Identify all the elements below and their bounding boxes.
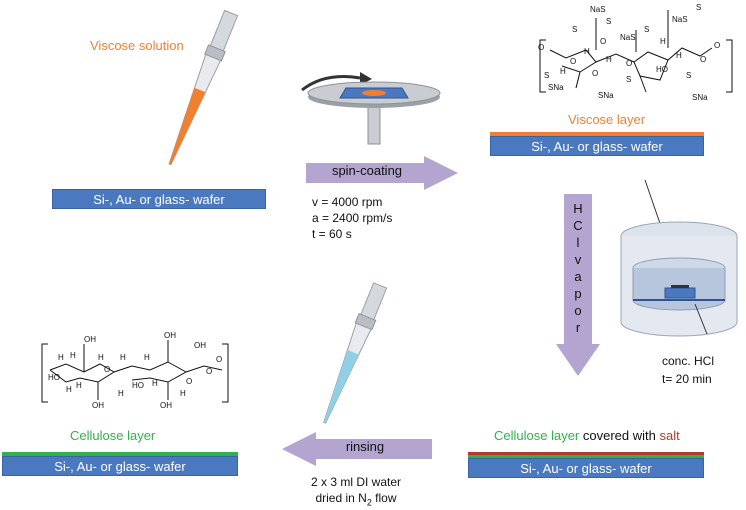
struct-c-15: H [180, 389, 186, 398]
struct-v-22: SNa [598, 91, 614, 100]
hcl-vapor-text: H C l v a p o r [568, 200, 588, 336]
spin-coating-arrow [306, 156, 458, 190]
hcl-chamber-icon [620, 179, 738, 337]
struct-v-25: S [572, 25, 577, 34]
struct-c-10: O [206, 367, 212, 376]
spin-coater-icon [301, 72, 441, 145]
cellulose-film-step3 [468, 455, 704, 458]
struct-v-8: H [660, 37, 666, 46]
struct-c-9: H [152, 379, 158, 388]
cellulose-word: Cellulose layer [494, 428, 580, 443]
wafer-step4: Si-, Au- or glass- wafer [2, 456, 238, 476]
struct-c-14: OH [92, 401, 104, 410]
hcl-conc-label: conc. HCl [662, 354, 715, 368]
hcl-letter-r: r [575, 320, 581, 335]
struct-v-5: S [696, 3, 701, 12]
struct-c-17: H [118, 389, 124, 398]
hcl-time-label: t= 20 min [662, 372, 712, 386]
struct-c-0: OH [84, 335, 96, 344]
struct-v-20: S [686, 71, 691, 80]
spin-param-velocity: v = 4000 rpm [312, 195, 383, 209]
struct-v-0: NaS [590, 5, 606, 14]
struct-c-11: O [186, 377, 192, 386]
struct-c-1: OH [194, 341, 206, 350]
rinse-dry: dried in N2 flow [315, 491, 397, 508]
struct-v-17: S [544, 71, 549, 80]
struct-c-5: HO [48, 373, 60, 382]
cellulose-structure-diagram: OH OH H H O HO H H H H O O H HO OH H O H… [41, 331, 229, 410]
spin-param-acceleration: a = 2400 rpm/s [312, 211, 393, 225]
viscose-film [490, 132, 704, 136]
struct-c-3: H [98, 353, 104, 362]
viscose-solution-label: Viscose solution [90, 38, 184, 53]
struct-v-24: NaS [672, 15, 688, 24]
struct-v-7: H [584, 47, 590, 56]
struct-v-4: S [644, 25, 649, 34]
rinse-water: 2 x 3 ml DI water [310, 475, 402, 489]
hcl-letter-v: v [574, 252, 582, 267]
spin-coating-label: spin-coating [331, 163, 403, 178]
struct-c-2: H [70, 351, 76, 360]
cellulose-film-step4 [2, 452, 238, 456]
cellulose-layer-label: Cellulose layer [70, 428, 156, 443]
hcl-letter-a: a [574, 269, 582, 284]
struct-v-3: NaS [620, 33, 636, 42]
wafer-step1: Si-, Au- or glass- wafer [52, 189, 266, 209]
struct-v-11: H [676, 51, 682, 60]
rinsing-label: rinsing [345, 439, 385, 454]
struct-v-16: H [560, 67, 566, 76]
struct-c-4: O [104, 365, 110, 374]
rinse-params: 2 x 3 ml DI water dried in N2 flow [296, 474, 416, 510]
struct-v-9: O [714, 41, 720, 50]
hcl-letter-o: o [574, 303, 582, 318]
struct-v-6: O [600, 37, 606, 46]
struct-v-14: H [606, 55, 612, 64]
hcl-letter-c: C [573, 218, 583, 233]
salt-word: salt [659, 428, 680, 443]
hcl-letter-p: p [574, 286, 582, 301]
struct-v-18: O [592, 69, 598, 78]
hcl-letter-h: H [573, 201, 583, 216]
struct-v-10: O [626, 59, 632, 68]
struct-v-21: SNa [548, 83, 564, 92]
struct-v-19: S [626, 75, 631, 84]
struct-v-1: S [606, 17, 611, 26]
pipette-viscose-icon [168, 9, 239, 166]
struct-c-18: OH [160, 401, 172, 410]
struct-c-13: HO [132, 381, 144, 390]
struct-v-23: SNa [692, 93, 708, 102]
viscose-structure-diagram: NaS S O NaS S S O H H O O H O O H HO H S… [538, 3, 733, 102]
struct-c-6: H [76, 381, 82, 390]
struct-c-7: H [120, 353, 126, 362]
hcl-vapor-arrow [556, 194, 600, 376]
struct-c-19: OH [164, 331, 176, 340]
rinsing-arrow [282, 432, 432, 466]
wafer-step3: Si-, Au- or glass- wafer [468, 458, 704, 478]
struct-c-20: H [58, 353, 64, 362]
struct-c-8: H [144, 353, 150, 362]
n2-subscript: 2 [366, 497, 372, 508]
spin-params: v = 4000 rpm a = 2400 rpm/s t = 60 s [312, 194, 392, 242]
wafer-step2: Si-, Au- or glass- wafer [490, 136, 704, 156]
viscose-layer-label: Viscose layer [568, 112, 646, 127]
pipette-water-icon [323, 282, 388, 424]
salt-film [468, 452, 704, 455]
struct-v-15: HO [656, 65, 668, 74]
spin-param-time: t = 60 s [312, 227, 352, 241]
struct-v-12: O [700, 55, 706, 64]
covered-with-word: covered with [579, 428, 660, 443]
struct-c-12: H [66, 385, 72, 394]
cellulose-salt-label: Cellulose layer covered with salt [494, 428, 680, 443]
hcl-letter-l: l [576, 235, 580, 250]
struct-v-2: O [538, 43, 544, 52]
struct-c-16: O [216, 355, 222, 364]
struct-v-13: O [570, 57, 576, 66]
